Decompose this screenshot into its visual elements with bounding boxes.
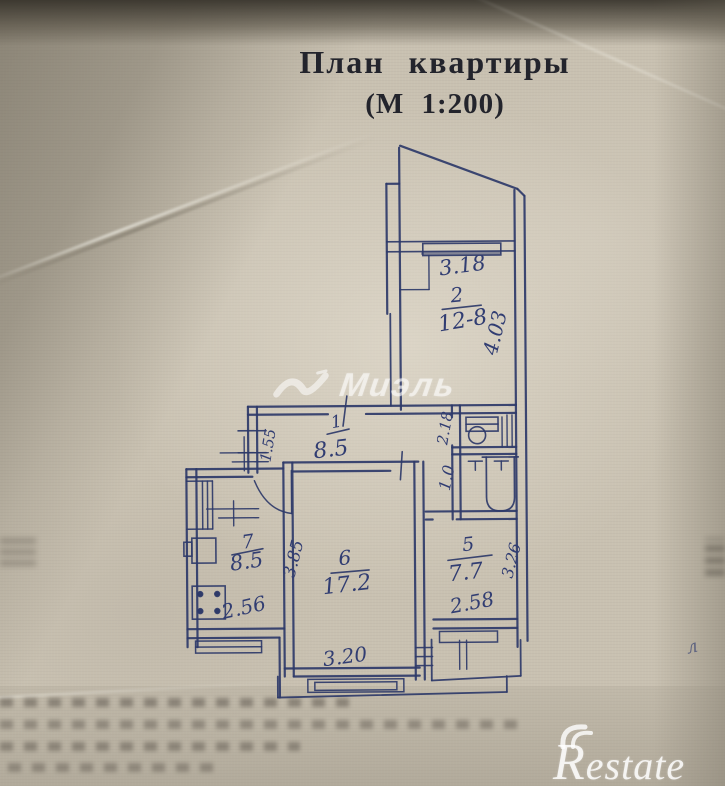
living-width-label: 3.20 <box>321 642 369 672</box>
living-area-label: 17.2 <box>321 570 372 600</box>
nook-width-label: 1.0 <box>435 463 459 492</box>
toilet-icon <box>465 416 499 445</box>
living-room-balcony <box>276 675 508 699</box>
room-labels: 3.18 2 12-8 4.03 1 8.5 1.55 2.18 1.0 7 8… <box>218 251 700 672</box>
plan-scale-text: (М 1:200) <box>365 88 505 120</box>
room2-number-label: 2 <box>448 282 464 307</box>
room5-window <box>438 630 499 644</box>
living-number-label: 6 <box>338 545 353 570</box>
room5-depth-label: 3.26 <box>498 541 525 580</box>
kitchen-window <box>185 480 263 654</box>
hall-number-label: 1 <box>329 411 343 433</box>
room5-area-label: 7.7 <box>447 559 485 588</box>
bathtub-icon <box>481 456 520 512</box>
kitchen-door-arc <box>253 469 293 515</box>
fraction-bars <box>231 304 493 575</box>
kitchen-radiator-marks <box>205 500 260 527</box>
kitchen-walls <box>185 461 295 699</box>
kitchen-number-label: 7 <box>240 530 256 554</box>
hall-width-label: 1.55 <box>256 427 279 463</box>
bathroom-walls <box>450 404 518 521</box>
vent-shaft-hatch <box>501 414 513 448</box>
nook-height-label: 2.18 <box>433 410 456 447</box>
room5-width-label: 2.58 <box>447 587 496 619</box>
hall-area-label: 8.5 <box>312 436 350 465</box>
room5-number-label: 5 <box>461 533 475 556</box>
plan-title: План квартиры (М 1:200) <box>250 44 620 121</box>
living-room-window <box>307 677 405 694</box>
hallway-walls <box>237 395 518 474</box>
loggia-walls <box>385 144 529 649</box>
wall-tee-marks <box>467 460 510 471</box>
room2-width-label: 3.18 <box>438 251 487 281</box>
sink-icon <box>183 537 217 564</box>
stove-icon <box>191 585 227 620</box>
margin-scribble: л <box>684 636 700 659</box>
room5-walls <box>424 509 519 630</box>
room5-balcony <box>414 638 522 682</box>
living-room-walls <box>282 450 426 681</box>
loggia-window <box>385 240 516 291</box>
entrance-door-marks <box>219 436 269 472</box>
plan-title-text: План квартиры <box>299 44 571 80</box>
